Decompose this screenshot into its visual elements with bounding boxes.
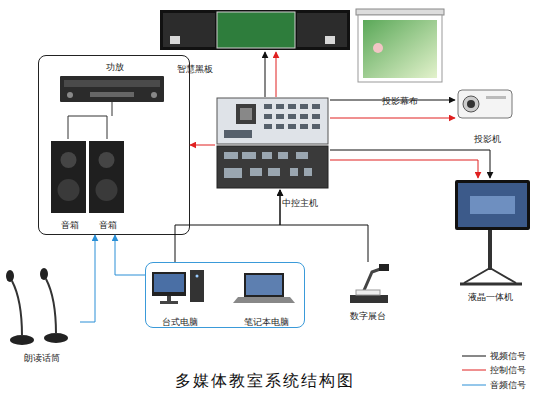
node-label: 音箱	[99, 220, 117, 231]
lcd-drawing	[455, 180, 530, 284]
blackboard-drawing	[160, 10, 350, 50]
signal-connector	[276, 52, 277, 97]
diagram-title: 多媒体教室系统结构图	[175, 371, 355, 392]
legend-label: 视频信号	[490, 351, 526, 361]
node-label: 数字展台	[350, 311, 386, 322]
lcd-display: 液晶一体机	[452, 178, 530, 285]
microphone: 朗读话筒	[5, 265, 80, 350]
projector-drawing	[458, 90, 512, 118]
node-label: 液晶一体机	[468, 292, 513, 303]
amplifier-drawing	[60, 76, 164, 139]
laptop-drawing	[233, 273, 295, 303]
legend-label: 控制信号	[490, 365, 526, 375]
legend-samples	[462, 356, 486, 385]
node-label: 投影机	[474, 134, 501, 145]
computer-group: 台式电脑笔记本电脑	[145, 262, 305, 328]
projection-screen: 投影幕布	[355, 8, 445, 88]
signal-connector	[80, 235, 95, 322]
signal-connector	[175, 190, 280, 262]
legend-label: 音频信号	[490, 380, 526, 390]
node-label: 投影幕布	[382, 96, 418, 107]
controller-drawing	[217, 98, 328, 188]
desktop-drawing	[152, 270, 204, 304]
central-controller: 中控主机	[215, 97, 330, 190]
projector: 投影机	[455, 82, 515, 125]
node-label: 笔记本电脑	[244, 317, 289, 328]
signal-connector	[330, 100, 455, 101]
signal-connector	[190, 145, 215, 146]
desktop-computer: 台式电脑	[151, 268, 209, 308]
node-label: 台式电脑	[162, 317, 198, 328]
node-label: 朗读话筒	[24, 353, 60, 364]
node-label: 中控主机	[282, 198, 318, 209]
speaker: 音箱	[51, 141, 88, 216]
smart-blackboard: 智慧黑板	[160, 10, 350, 52]
signal-connector	[115, 235, 145, 275]
screen-drawing	[356, 9, 444, 82]
signal-connector	[330, 160, 478, 178]
laptop-computer: 笔记本电脑	[236, 270, 296, 306]
speaker: 音箱	[89, 141, 126, 216]
node-label: 智慧黑板	[177, 64, 213, 75]
signal-connector	[265, 52, 266, 97]
speaker-drawing	[51, 141, 124, 213]
signal-connector	[330, 150, 490, 178]
node-label: 音箱	[61, 220, 79, 231]
document-camera-drawing	[350, 264, 389, 303]
signal-connector	[330, 118, 455, 119]
amplifier-group: 功放音箱音箱	[38, 55, 190, 235]
node-label: 功放	[106, 62, 124, 73]
signal-connector	[280, 190, 368, 262]
microphone-drawing	[6, 268, 68, 345]
document-camera: 数字展台	[345, 262, 392, 307]
